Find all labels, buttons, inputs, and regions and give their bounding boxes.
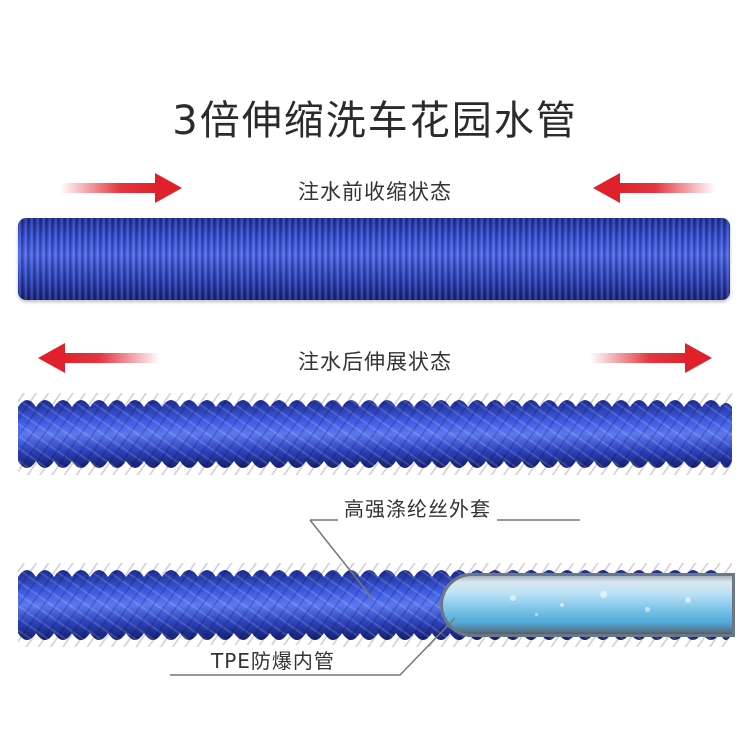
callout-outer-braid: 高强涤纶丝外套: [338, 493, 497, 522]
arrow-right-icon: [60, 173, 182, 203]
arrow-left-icon: [38, 343, 160, 373]
hose-compressed: [18, 218, 730, 300]
arrow-left-icon: [593, 173, 715, 203]
arrow-right-icon: [590, 343, 712, 373]
label-after-filling: 注水后伸展状态: [298, 350, 452, 374]
callout-inner-tube: TPE防爆内管: [205, 645, 341, 674]
hose-expanded: [18, 393, 732, 475]
page-title: 3倍伸缩洗车花园水管: [172, 98, 578, 144]
label-before-filling: 注水前收缩状态: [298, 180, 452, 204]
tpe-inner-tube: [440, 573, 735, 637]
